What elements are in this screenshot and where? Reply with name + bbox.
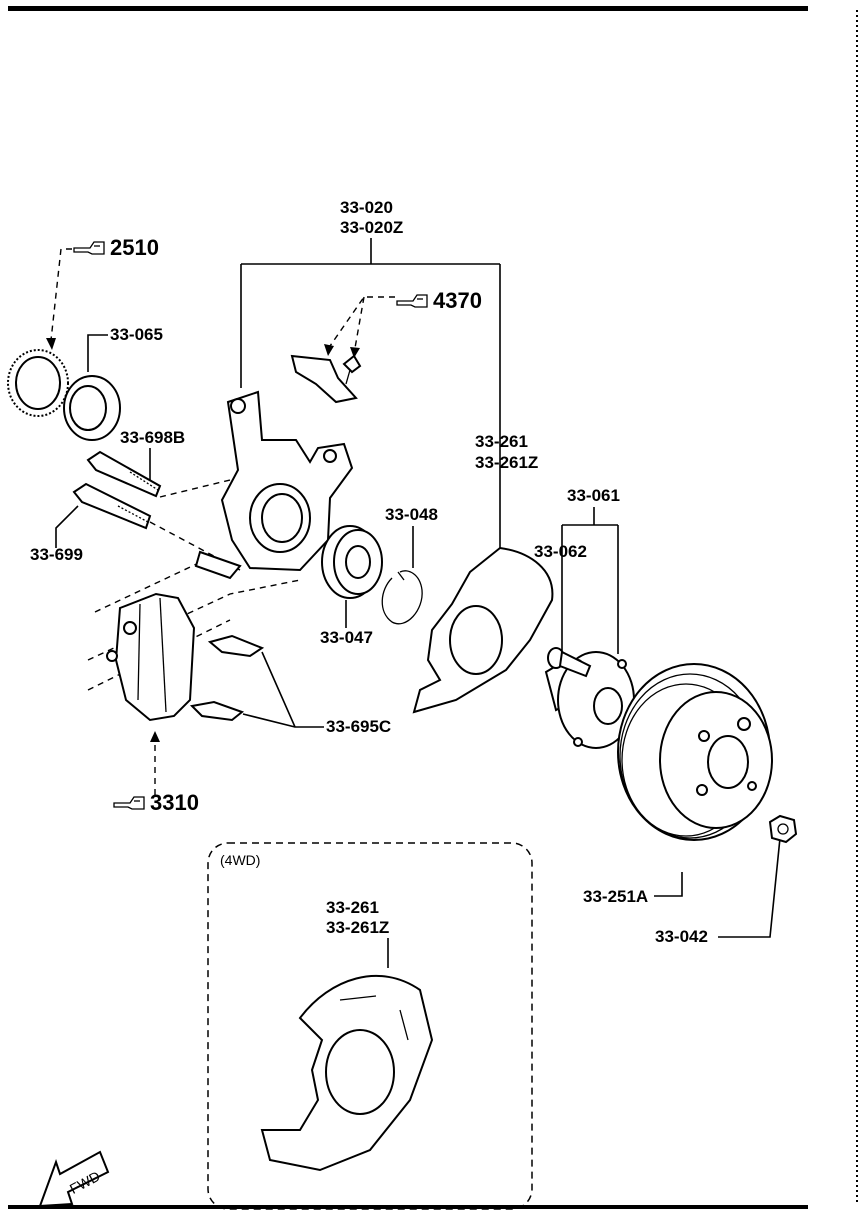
label-33-062: 33-062 (534, 542, 587, 561)
ref-2510-text: 2510 (110, 235, 159, 260)
ref-2510[interactable]: 2510 (73, 235, 159, 260)
brake-disc (617, 663, 773, 841)
abs-sensor-ring (7, 349, 69, 417)
hub-nut (768, 814, 798, 844)
brake-caliper (106, 592, 196, 722)
ref-3310[interactable]: 3310 (113, 790, 199, 815)
label-33-020: 33-020 (340, 198, 393, 217)
dust-shield (412, 546, 554, 714)
wheel-bearing (321, 525, 383, 599)
anti-rattle-clip-upper (207, 634, 265, 658)
label-33-698b: 33-698B (120, 428, 185, 447)
label-33-261z: 33-261Z (475, 453, 538, 472)
fwd-arrow-icon: FWD (38, 1150, 110, 1208)
label-33-065: 33-065 (110, 325, 163, 344)
label-33-261: 33-261 (475, 432, 528, 451)
inset-4wd: (4WD) 33-261 33-261Z (207, 842, 533, 1210)
snap-ring (381, 570, 423, 625)
label-33-047: 33-047 (320, 628, 373, 647)
steering-knuckle (194, 390, 354, 580)
ref-4370-text: 4370 (433, 288, 482, 313)
label-33-061: 33-061 (567, 486, 620, 505)
anti-rattle-clip-lower (189, 700, 245, 722)
ref-3310-text: 3310 (150, 790, 199, 815)
bolt-33-698b (86, 450, 162, 498)
wheel-hub (544, 651, 635, 749)
label-33-042: 33-042 (655, 927, 708, 946)
label-33-699: 33-699 (30, 545, 83, 564)
dust-shield-4wd (260, 975, 434, 1172)
bolt-33-699 (72, 482, 152, 530)
pointing-hand-icon (73, 241, 105, 255)
pointing-hand-icon (396, 294, 428, 308)
oil-seal (63, 375, 121, 441)
hub-bolt (547, 647, 592, 678)
dust-deflector (290, 354, 362, 404)
label-33-048: 33-048 (385, 505, 438, 524)
label-33-251a: 33-251A (583, 887, 648, 906)
inset-label-33-261: 33-261 (326, 898, 379, 917)
label-33-020z: 33-020Z (340, 218, 403, 237)
ref-4370[interactable]: 4370 (396, 288, 482, 313)
label-33-695c: 33-695C (326, 717, 391, 736)
pointing-hand-icon (113, 796, 145, 810)
inset-caption: (4WD) (220, 852, 260, 868)
inset-label-33-261z: 33-261Z (326, 918, 389, 937)
bottom-rule (8, 1205, 808, 1209)
top-rule (8, 6, 808, 11)
